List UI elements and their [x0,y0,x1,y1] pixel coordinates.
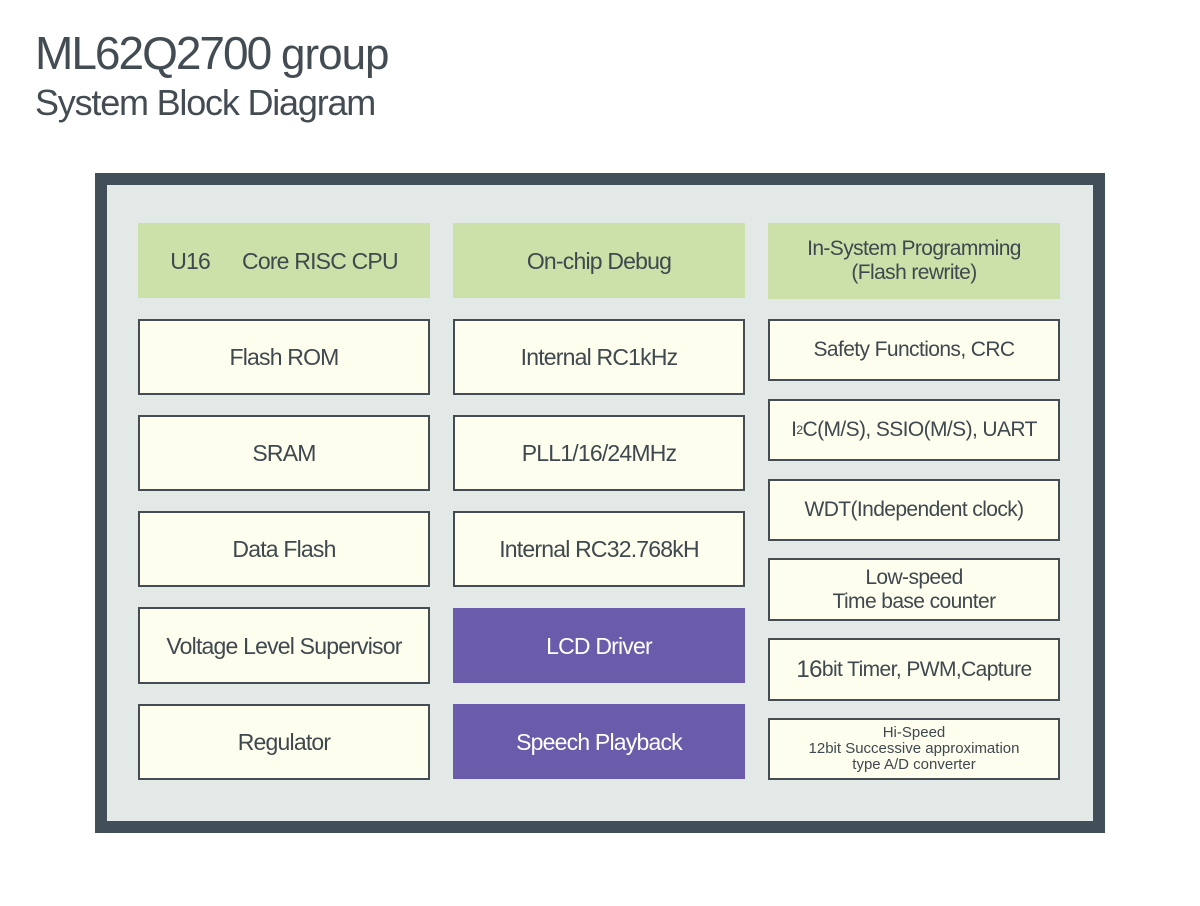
block-voltage-level-supervisor: Voltage Level Supervisor [138,607,430,684]
cpu-arch-label: U16 [170,247,211,274]
block-time-base-counter: Low-speed Time base counter [768,558,1060,621]
block-pll: PLL1/16/24MHz [453,415,745,491]
title-suffix: group [280,30,390,79]
block-on-chip-debug: On-chip Debug [453,223,745,298]
tbc-line-1: Low-speed [865,565,963,589]
page-title: ML62Q2700 group [35,27,390,80]
block-flash-rom: Flash ROM [138,319,430,395]
title-part-number: ML62Q2700 [35,27,272,79]
block-wdt: WDT(Independent clock) [768,479,1060,541]
block-in-system-programming: In-System Programming (Flash rewrite) [768,223,1060,299]
block-safety-functions: Safety Functions, CRC [768,319,1060,381]
block-cpu: U16 Core RISC CPU [138,223,430,298]
block-speech-playback: Speech Playback [453,704,745,779]
block-ad-converter: Hi-Speed 12bit Successive approximation … [768,718,1060,780]
page-subtitle: System Block Diagram [35,82,376,123]
block-lcd-driver: LCD Driver [453,608,745,683]
block-data-flash: Data Flash [138,511,430,587]
adc-line-1: Hi-Speed [882,724,946,741]
isp-line-1: In-System Programming [807,237,1021,260]
timer-bit-count: 16 [796,655,822,683]
cpu-core-label: Core RISC CPU [242,247,399,274]
block-internal-rc-32khz: Internal RC32.768kH [453,511,745,587]
block-regulator: Regulator [138,704,430,780]
tbc-line-2: Time base counter [832,589,997,613]
comm-label-rest: C(M/S), SSIO(M/S), UART [802,418,1038,441]
comm-label-i: I [791,418,797,441]
adc-line-2: 12bit Successive approximation [808,740,1020,757]
block-internal-rc-1khz: Internal RC1kHz [453,319,745,395]
block-sram: SRAM [138,415,430,491]
isp-line-2: (Flash rewrite) [851,261,977,284]
adc-line-3: type A/D converter [852,756,976,773]
timer-label: bit Timer, PWM,Capture [821,657,1032,681]
